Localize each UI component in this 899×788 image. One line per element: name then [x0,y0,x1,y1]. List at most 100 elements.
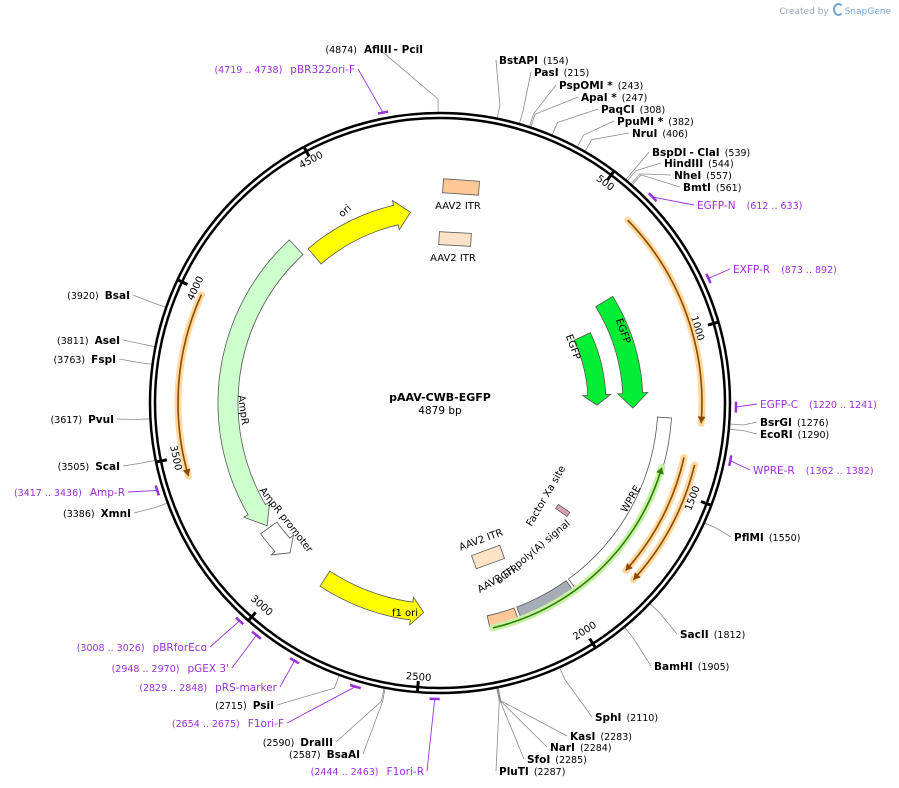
primer-leader-line [735,403,758,408]
enzyme-position: (1905) [698,662,730,673]
primer-pgex-3[interactable]: pGEX 3'(2948 .. 2970) [112,663,229,675]
enzyme-site-sacii[interactable]: SacII(1812) [680,629,745,641]
enzyme-leader-line [649,603,678,635]
primer-binding-mark [251,630,262,640]
enzyme-site-xmni[interactable]: XmnI(3386) [63,508,131,520]
enzyme-position: (308) [640,105,666,116]
enzyme-position: (2283) [600,732,632,743]
enzyme-site-asei[interactable]: AseI(3811) [57,335,120,347]
feature-wpre[interactable] [567,416,672,591]
enzyme-site-pvui[interactable]: PvuI(3617) [50,414,114,426]
feature-aav2-itr[interactable]: AAV2 ITR [435,178,481,212]
map-center: pAAV-CWB-EGFP 4879 bp [389,391,491,417]
enzyme-site-pasi[interactable]: PasI(215) [534,67,589,79]
primer-name: F1ori-F [248,718,284,730]
primer-position: (3008 .. 3026) [77,643,145,654]
enzyme-position: (154) [543,56,569,67]
enzyme-position: (2287) [534,767,566,778]
enzyme-site-ppumi[interactable]: PpuMI *(382) [617,116,694,128]
primer-leader-line [209,620,240,648]
enzyme-name: FspI [91,354,116,366]
feature-shape [470,544,506,570]
enzyme-name: EcoRI [760,429,793,441]
open-reading-frames [174,216,706,632]
feature-ori[interactable] [307,199,412,265]
enzyme-site-nari[interactable]: NarI(2284) [550,742,612,754]
enzyme-leader-line [631,174,681,188]
enzyme-name: SacII [680,629,709,641]
enzyme-site-kasi[interactable]: KasI(2283) [570,731,632,743]
primer-egfp-c[interactable]: EGFP-C(1220 .. 1241) [760,399,877,411]
primer-exfp-r[interactable]: EXFP-R(873 .. 892) [733,264,837,276]
enzyme-site-bmti[interactable]: BmtI(561) [683,182,741,194]
feature-shape [442,178,480,196]
enzyme-position: (243) [618,81,644,92]
primer-pbrforeco[interactable]: pBRforEco(3008 .. 3026) [77,642,207,654]
enzyme-leader-line [132,294,167,308]
plasmid-name: pAAV-CWB-EGFP [389,391,491,404]
enzyme-name: XmnI [101,508,131,520]
enzyme-site-bspdi[interactable]: BspDI - ClaI(539) [652,147,750,159]
enzyme-site-psii[interactable]: PsiI(2715) [215,700,274,712]
enzyme-site-scai[interactable]: ScaI(3505) [58,461,120,473]
primer-position: (1220 .. 1241) [809,400,877,411]
primer-pbr322ori-f[interactable]: pBR322ori-F(4719 .. 4738) [214,64,355,76]
site-labels: (4874)AflIII - PciIBstAPI(154)PasI(215)P… [14,44,877,778]
primer-wpre-r[interactable]: WPRE-R(1362 .. 1382) [753,465,874,477]
primer-binding-mark [705,273,712,284]
enzyme-site-pspomi[interactable]: PspOMI *(243) [559,80,643,92]
primer-amp-r[interactable]: Amp-R(3417 .. 3436) [14,487,125,499]
enzyme-site-draiii[interactable]: DraIII(2590) [263,737,333,749]
enzyme-site-bstapi[interactable]: BstAPI(154) [499,55,569,67]
feature-ampr-promoter[interactable] [260,521,295,556]
enzyme-leader-line [496,687,525,760]
enzyme-site-nhei[interactable]: NheI(557) [674,170,732,182]
enzyme-leader-line [530,96,579,128]
orf-arrow [625,457,685,572]
enzyme-site-nrui[interactable]: NruI(406) [632,128,688,140]
primer-f1ori-r[interactable]: F1ori-R(2444 .. 2463) [311,766,424,778]
feature-label: ori [337,203,354,220]
enzyme-position: (539) [725,148,751,159]
feature-aav2-itr[interactable]: AAV2 ITR [458,527,506,570]
enzyme-site-hindiii[interactable]: HindIII(544) [664,158,734,170]
enzyme-site-apai[interactable]: ApaI *(247) [581,92,647,104]
enzyme-site-bsaai[interactable]: BsaAI(2587) [289,749,360,761]
feature-egfp[interactable] [573,332,613,406]
primer-f1ori-f[interactable]: F1ori-F(2654 .. 2675) [172,718,284,730]
enzyme-position: (3505) [58,462,90,473]
feature-shape [567,416,672,591]
enzyme-site-pflmi[interactable]: PflMI(1550) [734,532,800,544]
feature-label: Factor Xa site [525,464,569,528]
enzyme-site-bsrgi[interactable]: BsrGI(1276) [760,417,829,429]
primer-name: pBR322ori-F [290,64,355,76]
enzyme-site-pluti[interactable]: PluTI(2287) [499,766,565,778]
enzyme-position: (2284) [580,743,612,754]
enzyme-leader-line [623,626,652,667]
enzyme-position: (4874) [325,45,357,56]
scale-tick [247,611,257,622]
feature-factor-xa-site[interactable]: Factor Xa site [525,464,571,528]
enzyme-site-paqci[interactable]: PaqCI(308) [601,104,665,116]
enzyme-position: (247) [622,93,648,104]
feature-ampr[interactable] [217,239,304,527]
enzyme-site-fspi[interactable]: FspI(3763) [54,354,116,366]
enzyme-name: NheI [674,170,701,182]
scale-tick-label: 2000 [571,620,598,643]
primer-egfp-n[interactable]: EGFP-N(612 .. 633) [697,200,802,212]
enzyme-leader-line [518,71,532,125]
primer-prs-marker[interactable]: pRS-marker(2829 .. 2848) [139,682,277,694]
feature-f1-ori[interactable] [319,570,425,626]
enzyme-position: (3617) [50,415,82,426]
enzyme-site-bamhi[interactable]: BamHI(1905) [654,661,729,673]
enzyme-site-afliii[interactable]: (4874)AflIII - PciI [325,44,423,56]
enzyme-site-sphi[interactable]: SphI(2110) [595,712,658,724]
enzyme-site-sfoi[interactable]: SfoI(2285) [527,754,587,766]
primer-position: (2948 .. 2970) [112,664,180,675]
enzyme-position: (2285) [555,755,587,766]
enzyme-site-ecori[interactable]: EcoRI(1290) [760,429,829,441]
feature-egfp[interactable] [595,295,649,409]
enzyme-site-bsai[interactable]: BsaI(3920) [67,290,130,302]
feature-aav2-itr[interactable]: AAV2 ITR [430,231,476,264]
